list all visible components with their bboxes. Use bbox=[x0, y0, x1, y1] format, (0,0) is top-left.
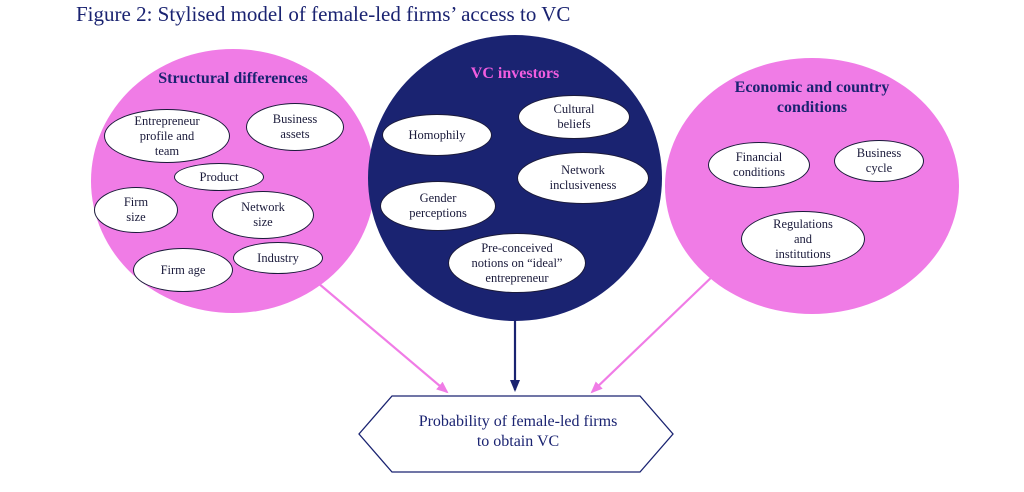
oval-firm-age: Firm age bbox=[133, 248, 233, 292]
oval-preconceived-notions: Pre-conceived notions on “ideal” entrepr… bbox=[448, 233, 586, 293]
result-hexagon bbox=[358, 395, 674, 473]
oval-financial-conditions: Financial conditions bbox=[708, 142, 810, 188]
oval-entrepreneur-profile: Entrepreneur profile and team bbox=[104, 109, 230, 163]
figure-title: Figure 2: Stylised model of female-led f… bbox=[76, 2, 571, 26]
oval-gender-perceptions: Gender perceptions bbox=[380, 181, 496, 231]
arrow-economic-to-result bbox=[590, 271, 718, 394]
vc-investors-title: VC investors bbox=[470, 65, 560, 82]
economic-conditions-title: Economic and country conditions bbox=[734, 79, 890, 116]
oval-business-cycle: Business cycle bbox=[834, 140, 924, 182]
oval-network-size: Network size bbox=[212, 191, 314, 239]
oval-regulations-institutions: Regulations and institutions bbox=[741, 211, 865, 267]
oval-cultural-beliefs: Cultural beliefs bbox=[518, 95, 630, 139]
arrow-structural-to-result bbox=[317, 282, 449, 394]
oval-network-inclusiveness: Network inclusiveness bbox=[517, 152, 649, 204]
oval-product: Product bbox=[174, 163, 264, 191]
oval-homophily: Homophily bbox=[382, 114, 492, 156]
result-label: Probability of female-led firms to obtai… bbox=[418, 413, 618, 450]
oval-firm-size: Firm size bbox=[94, 187, 178, 233]
economic-conditions-circle bbox=[665, 58, 959, 314]
oval-business-assets: Business assets bbox=[246, 103, 344, 151]
oval-industry: Industry bbox=[233, 242, 323, 274]
structural-differences-title: Structural differences bbox=[158, 70, 308, 87]
